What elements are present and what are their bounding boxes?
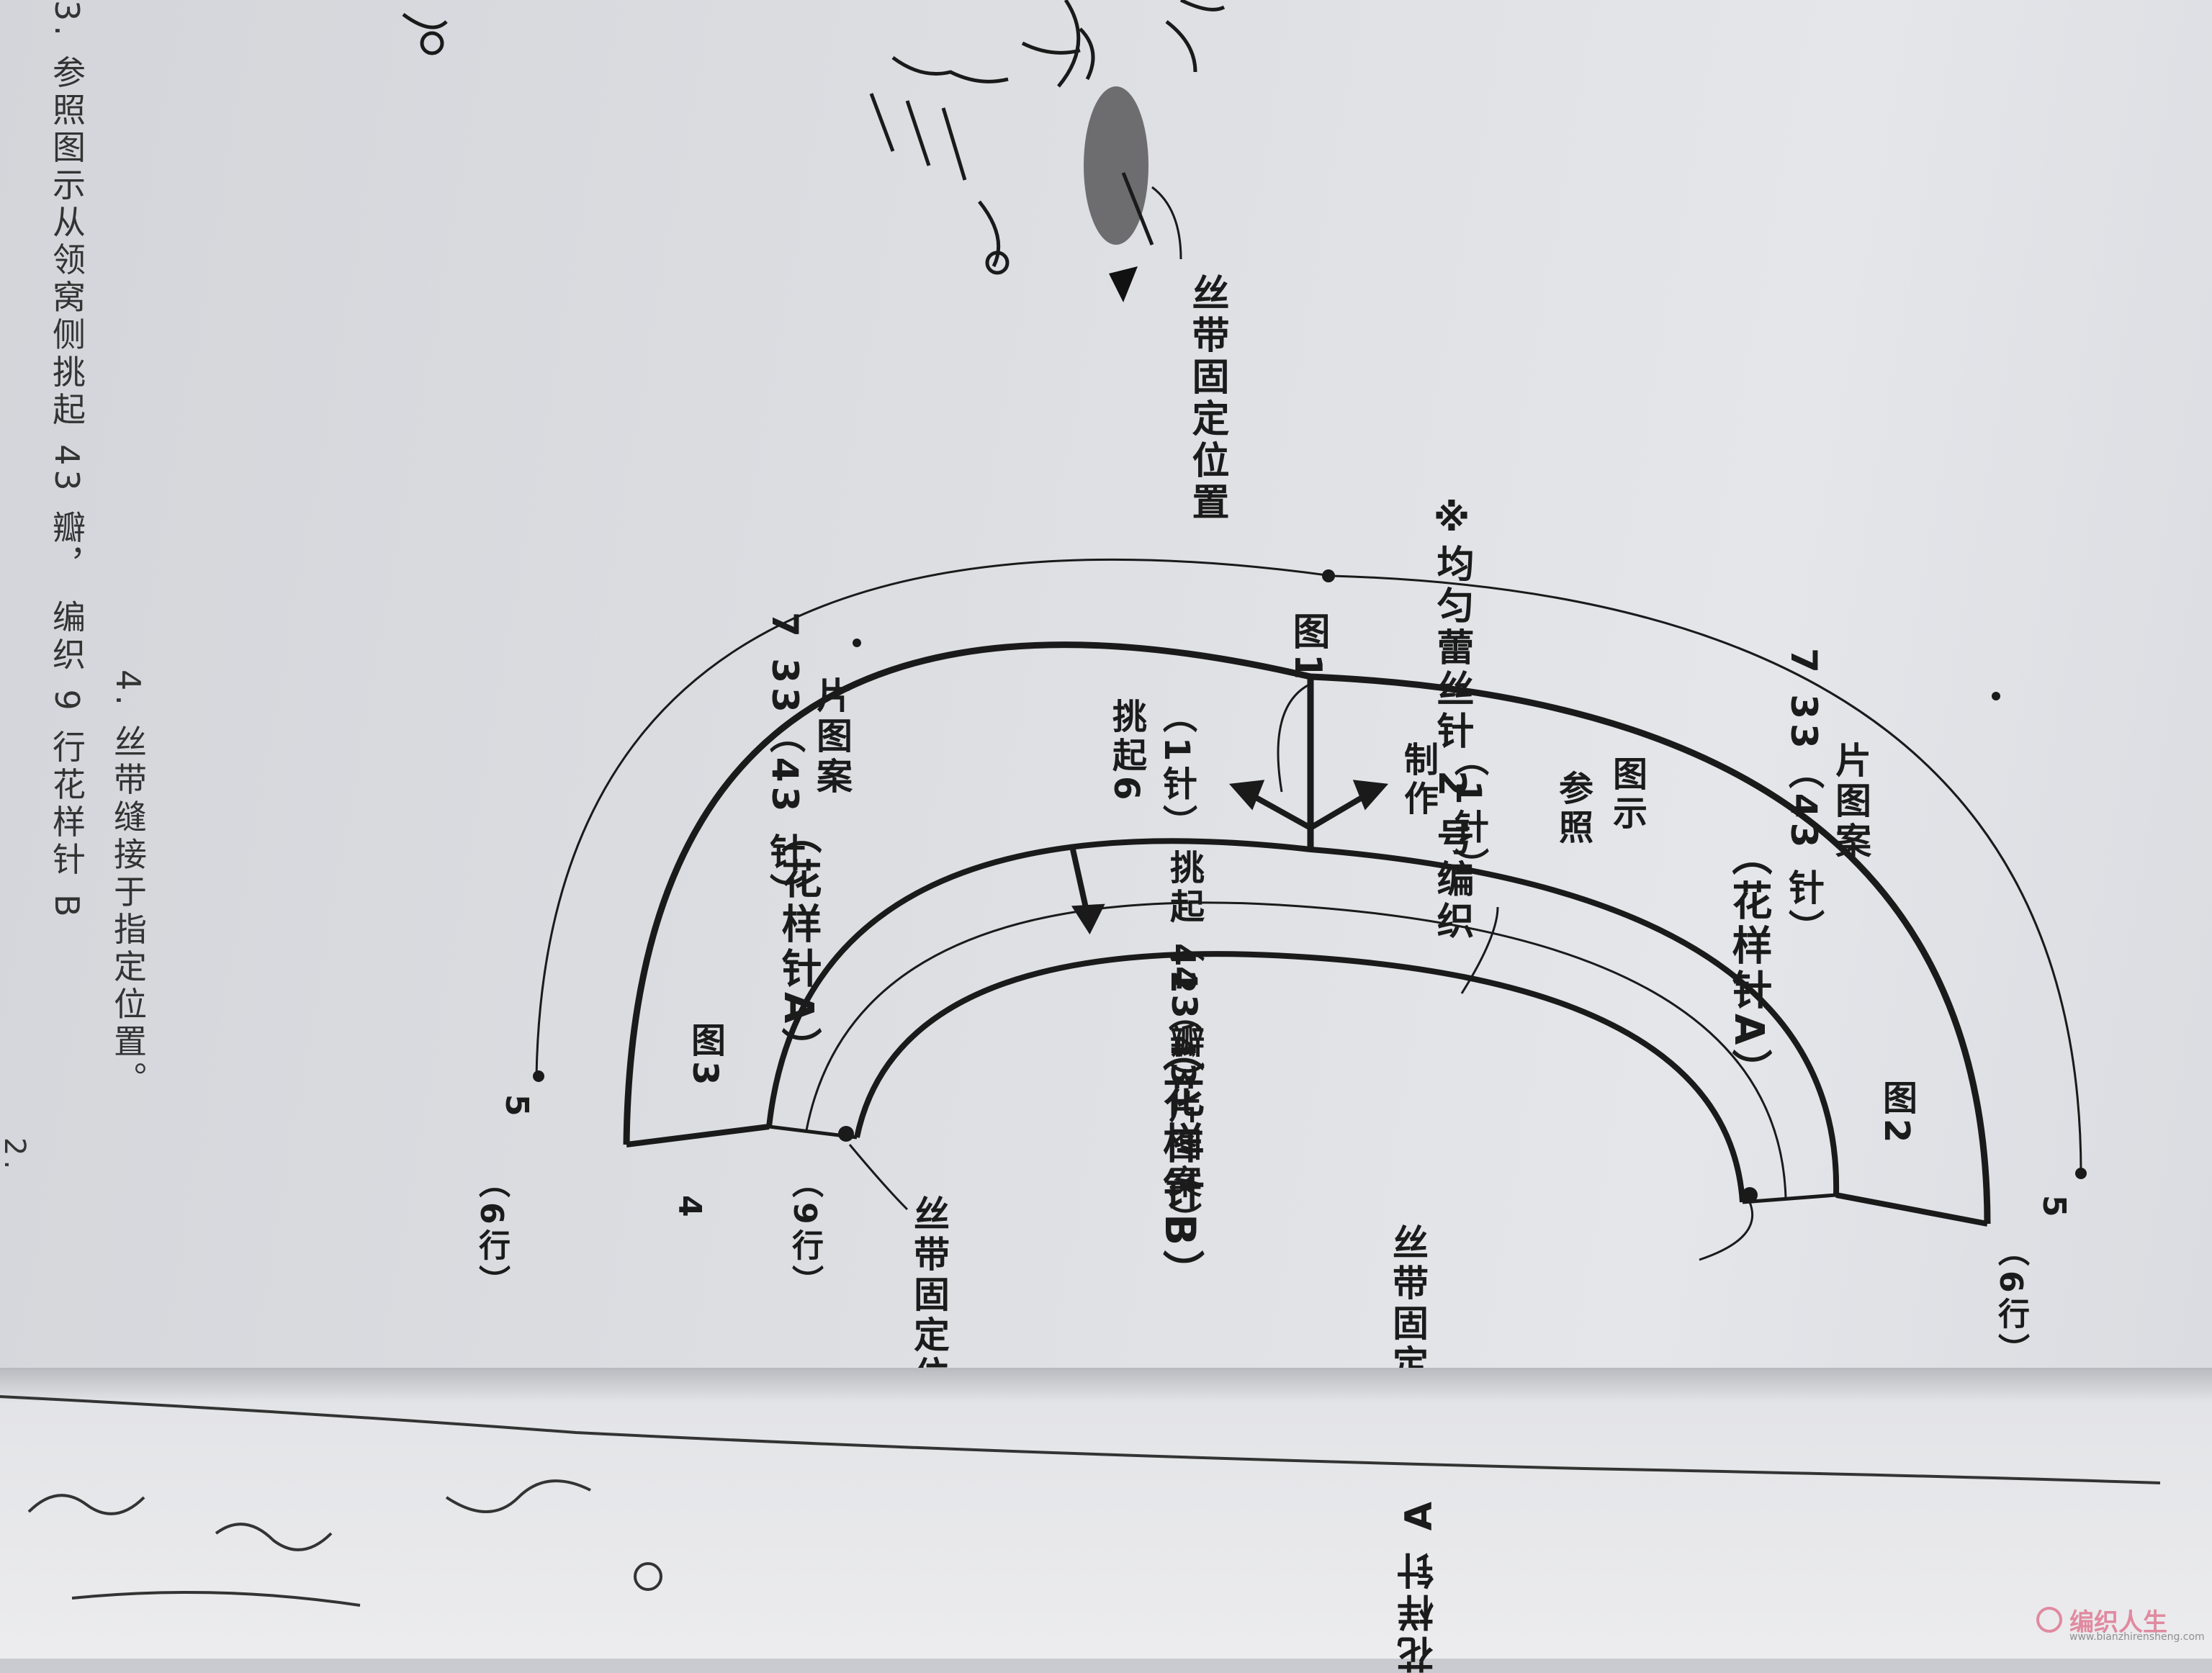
leader-ribbon-left	[848, 1144, 909, 1211]
left-rows-a-num: 5	[498, 1094, 535, 1121]
bottom-crochet-chart	[0, 1395, 2161, 1607]
watermark-logo-icon	[2036, 1607, 2062, 1633]
outer-arc	[623, 641, 1991, 1225]
panel-2-label: 图2	[1876, 1080, 1917, 1147]
next-page	[0, 1368, 2212, 1659]
arrow-left-head	[1228, 780, 1265, 811]
instruction-line-3: 3. 参照图示从领窝侧挑起 43 瓣， 编织 9 行花样针 B	[48, 0, 86, 921]
right-inner-cap	[1742, 1193, 1837, 1204]
inner-arc	[854, 951, 1745, 1203]
pick-up-label: 挑起6	[1106, 698, 1146, 805]
pick-up-stitch: （1针）	[1156, 698, 1197, 844]
left-outer-count: 7 33（43 针）	[764, 612, 806, 914]
pattern-a-left: （花样针A）	[775, 813, 822, 1073]
instruction-line-4: 4. 丝带缝接于指定位置。	[109, 669, 148, 1099]
make-diagram: 图示	[1606, 756, 1647, 834]
bottom-pattern-a-title: 花样针 A	[1398, 1497, 1441, 1673]
arrow-down-head	[1071, 903, 1105, 935]
inner-guide-arc	[805, 901, 1787, 1199]
left-rows-a: （6行）	[473, 1166, 510, 1301]
make-refer: 参照	[1552, 770, 1593, 848]
dot-top	[1322, 569, 1335, 582]
right-rows-a: （6行）	[1992, 1235, 2029, 1369]
site-watermark: 编织人生 www.bianzhirensheng.com	[2036, 1602, 2205, 1646]
dot-right-count	[1992, 692, 2000, 700]
top-ribbon-label: 丝带固定位置	[1185, 274, 1228, 524]
make-label: 制作	[1398, 741, 1438, 819]
leader-ribbon-right	[1699, 1201, 1754, 1261]
watermark-brand: 编织人生	[2069, 1608, 2167, 1637]
note-hook-size: ※均匀蕾丝针 2 号编织	[1430, 497, 1473, 944]
leader-inner	[1460, 906, 1499, 994]
dot-left-outer	[533, 1070, 544, 1082]
panel-1-label: 图1	[1286, 612, 1329, 685]
leader-center-top	[1277, 682, 1311, 793]
inner-count-label: 42（43片图案）	[1164, 943, 1202, 1240]
pattern-b-label: （花样针B）	[1156, 1029, 1205, 1297]
left-rows-b: （9行）	[786, 1166, 823, 1301]
panel-3-label: 图3	[685, 1022, 725, 1090]
watermark-url: www.bianzhirensheng.com	[2069, 1631, 2205, 1643]
right-outer-count: 7 33（43 针）	[1783, 648, 1825, 950]
crochet-chart-fragment	[402, 0, 1226, 275]
dot-right-outer	[2075, 1168, 2087, 1179]
left-rows-b-num: 4	[671, 1195, 708, 1222]
dot-left-count	[853, 639, 861, 647]
leader-top-pattern	[1151, 186, 1182, 260]
pick-up-inner-label: 挑起（43瓣）	[1164, 849, 1204, 1101]
right-rows-a-num: 5	[2036, 1195, 2072, 1222]
right-end-cap	[1835, 1192, 1988, 1227]
ribbon-dot-left	[838, 1126, 854, 1142]
arrow-down-line	[1070, 849, 1090, 915]
left-outer-repeat: 片图案	[811, 677, 853, 798]
ribbon-dot-right	[1742, 1187, 1758, 1203]
pattern-a-right: （花样针A）	[1725, 835, 1772, 1094]
left-end-cap	[626, 1124, 770, 1147]
make-stitch: （1针）	[1448, 741, 1488, 887]
arrow-right-head	[1352, 780, 1389, 811]
right-outer-repeat: 片图案	[1830, 741, 1871, 862]
instruction-line-2: 2.	[0, 1137, 31, 1174]
middle-arc	[766, 838, 1840, 1196]
triangle-marker	[1109, 266, 1138, 302]
